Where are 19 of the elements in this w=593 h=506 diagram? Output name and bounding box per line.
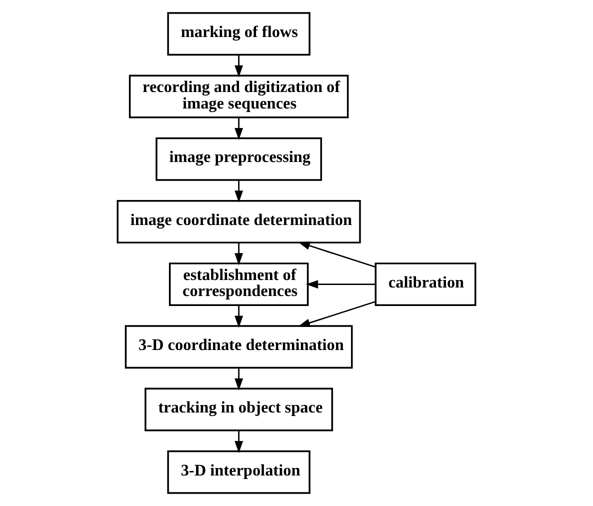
arrow: [234, 54, 244, 78]
node-box: tracking in object space: [144, 388, 334, 432]
arrow: [234, 305, 244, 328]
arrow: [298, 300, 376, 327]
arrow: [234, 430, 244, 454]
arrow: [298, 242, 376, 268]
arrow: [234, 180, 244, 203]
node-box: marking of flows: [167, 12, 310, 56]
node-box: establishment of correspondences: [168, 262, 309, 306]
node-box: recording and digitization of image sequences: [128, 74, 349, 118]
node-box: image coordinate determination: [116, 200, 361, 244]
node-box: calibration: [374, 262, 476, 306]
arrow: [234, 117, 244, 140]
node-box: 3-D interpolation: [167, 450, 310, 494]
arrow: [306, 280, 376, 289]
arrow: [234, 242, 244, 266]
node-box: 3-D coordinate determination: [124, 325, 353, 369]
node-box: image preprocessing: [156, 137, 322, 181]
arrow: [234, 368, 244, 390]
